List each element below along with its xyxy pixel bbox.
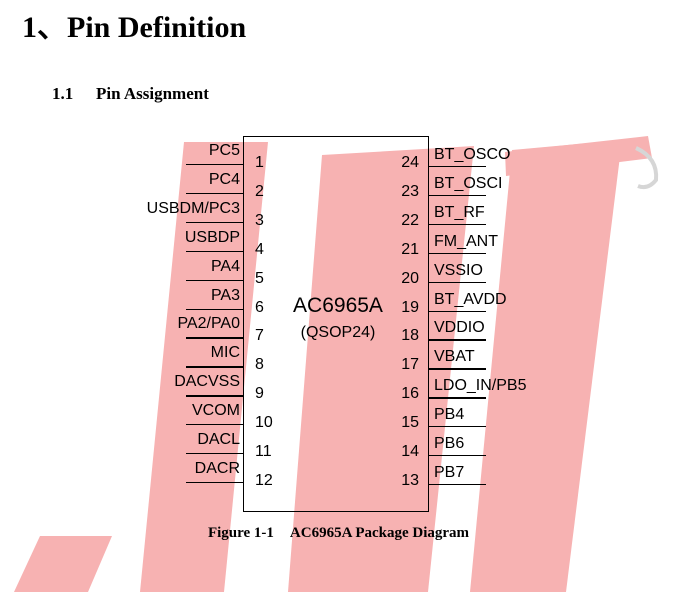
pin-lead-left — [186, 366, 243, 368]
pin-label-left: DACL — [197, 431, 240, 448]
watermark-base-left — [14, 536, 112, 592]
pin-number-left: 6 — [255, 298, 264, 316]
pin-label-right: BT_RF — [434, 203, 485, 221]
watermark-swoosh — [505, 136, 652, 176]
pin-number-right: 16 — [401, 385, 419, 403]
pin-number-right: 21 — [401, 240, 419, 258]
pin-number-left: 2 — [255, 182, 264, 200]
chip-body — [243, 136, 429, 512]
pin-label-left: PA3 — [210, 286, 240, 304]
pin-label-left: MIC — [210, 344, 240, 362]
pin-number-left: 3 — [255, 211, 264, 229]
pin-label-right: PB7 — [434, 463, 465, 481]
pin-label-right: BT_AVDD — [434, 290, 507, 308]
pin-lead-left — [186, 481, 243, 484]
pin-lead-left — [186, 453, 243, 455]
pin-lead-right — [429, 166, 486, 168]
pin-label-right: VBAT — [434, 348, 475, 366]
subsection-heading: 1.1 Pin Assignment — [52, 83, 209, 105]
pin-lead-right — [429, 310, 486, 312]
pin-lead-right — [429, 483, 486, 486]
subsection-title: Pin Assignment — [96, 84, 209, 103]
watermark-stroke-right — [470, 140, 622, 592]
pin-label-right: PB6 — [434, 435, 465, 452]
pin-lead-right — [429, 339, 486, 341]
pin-label-left: USBDP — [184, 228, 240, 246]
pin-number-right: 14 — [401, 443, 419, 460]
pin-lead-left — [186, 250, 243, 253]
pin-label-left: PA4 — [210, 257, 240, 275]
pin-label-right: VDDIO — [434, 319, 485, 337]
pin-label-left: DACR — [194, 459, 240, 477]
pin-lead-left — [186, 395, 243, 397]
pin-number-right: 20 — [401, 269, 419, 287]
pin-number-right: 13 — [401, 471, 419, 489]
pin-label-left: USBDM/PC3 — [146, 199, 240, 217]
figure-title: AC6965A Package Diagram — [289, 525, 470, 541]
pin-number-right: 19 — [401, 298, 419, 316]
pin-number-right: 15 — [401, 414, 419, 432]
pin-label-left: VCOM — [192, 402, 240, 420]
figure-caption: Figure 1-1 AC6965A Package Diagram — [0, 523, 677, 543]
subsection-number: 1.1 — [52, 84, 74, 103]
pin-number-left: 11 — [255, 443, 272, 460]
pin-lead-right — [429, 252, 486, 255]
figure-number: Figure 1-1 — [207, 525, 274, 541]
section-number: 1、 — [22, 11, 67, 44]
pin-label-right: VSSIO — [434, 261, 483, 279]
pin-lead-left — [186, 424, 243, 426]
chip-name: AC6965A — [293, 294, 383, 317]
pin-lead-right — [429, 281, 486, 283]
pin-number-right: 22 — [401, 211, 419, 229]
pin-number-right: 23 — [401, 182, 419, 200]
pin-lead-right — [429, 455, 486, 457]
pin-number-left: 9 — [255, 385, 264, 403]
section-title: Pin Definition — [67, 11, 247, 44]
pin-number-right: 24 — [401, 154, 419, 171]
pin-number-left: 10 — [255, 414, 273, 432]
pin-lead-left — [186, 164, 243, 166]
pin-lead-left — [186, 308, 243, 310]
pin-lead-right — [429, 223, 486, 226]
watermark-stroke-mid — [288, 146, 474, 592]
chip-package: (QSOP24) — [300, 324, 376, 341]
pin-label-right: PB4 — [434, 406, 465, 424]
pin-lead-right — [429, 426, 486, 428]
pin-lead-left — [186, 337, 243, 339]
pin-number-left: 5 — [255, 269, 264, 287]
pin-label-right: BT_OSCI — [434, 174, 503, 192]
pin-label-right: FM_ANT — [434, 232, 498, 250]
pin-number-left: 7 — [255, 327, 264, 345]
pin-lead-left — [186, 279, 243, 281]
pin-number-left: 4 — [255, 240, 264, 258]
pin-label-left: PC5 — [208, 142, 240, 159]
pin-number-right: 17 — [401, 356, 419, 374]
pin-number-left: 12 — [255, 471, 273, 489]
pin-lead-right — [429, 368, 486, 370]
pin-label-right: BT_OSCO — [434, 146, 511, 163]
pin-label-left: PC4 — [208, 170, 240, 188]
pin-number-left: 1 — [255, 154, 264, 171]
pin-number-right: 18 — [401, 327, 419, 345]
pin-label-left: DACVSS — [174, 373, 240, 391]
pin-lead-left — [186, 221, 243, 224]
pin-label-left: PA2/PA0 — [177, 315, 240, 333]
watermark-registered-mark — [635, 146, 659, 190]
pin-label-right: LDO_IN/PB5 — [434, 377, 527, 395]
section-heading: 1、Pin Definition — [22, 8, 246, 48]
pin-lead-right — [429, 397, 486, 399]
pin-number-left: 8 — [255, 356, 264, 374]
pin-lead-left — [186, 192, 243, 195]
pin-lead-right — [429, 194, 486, 197]
